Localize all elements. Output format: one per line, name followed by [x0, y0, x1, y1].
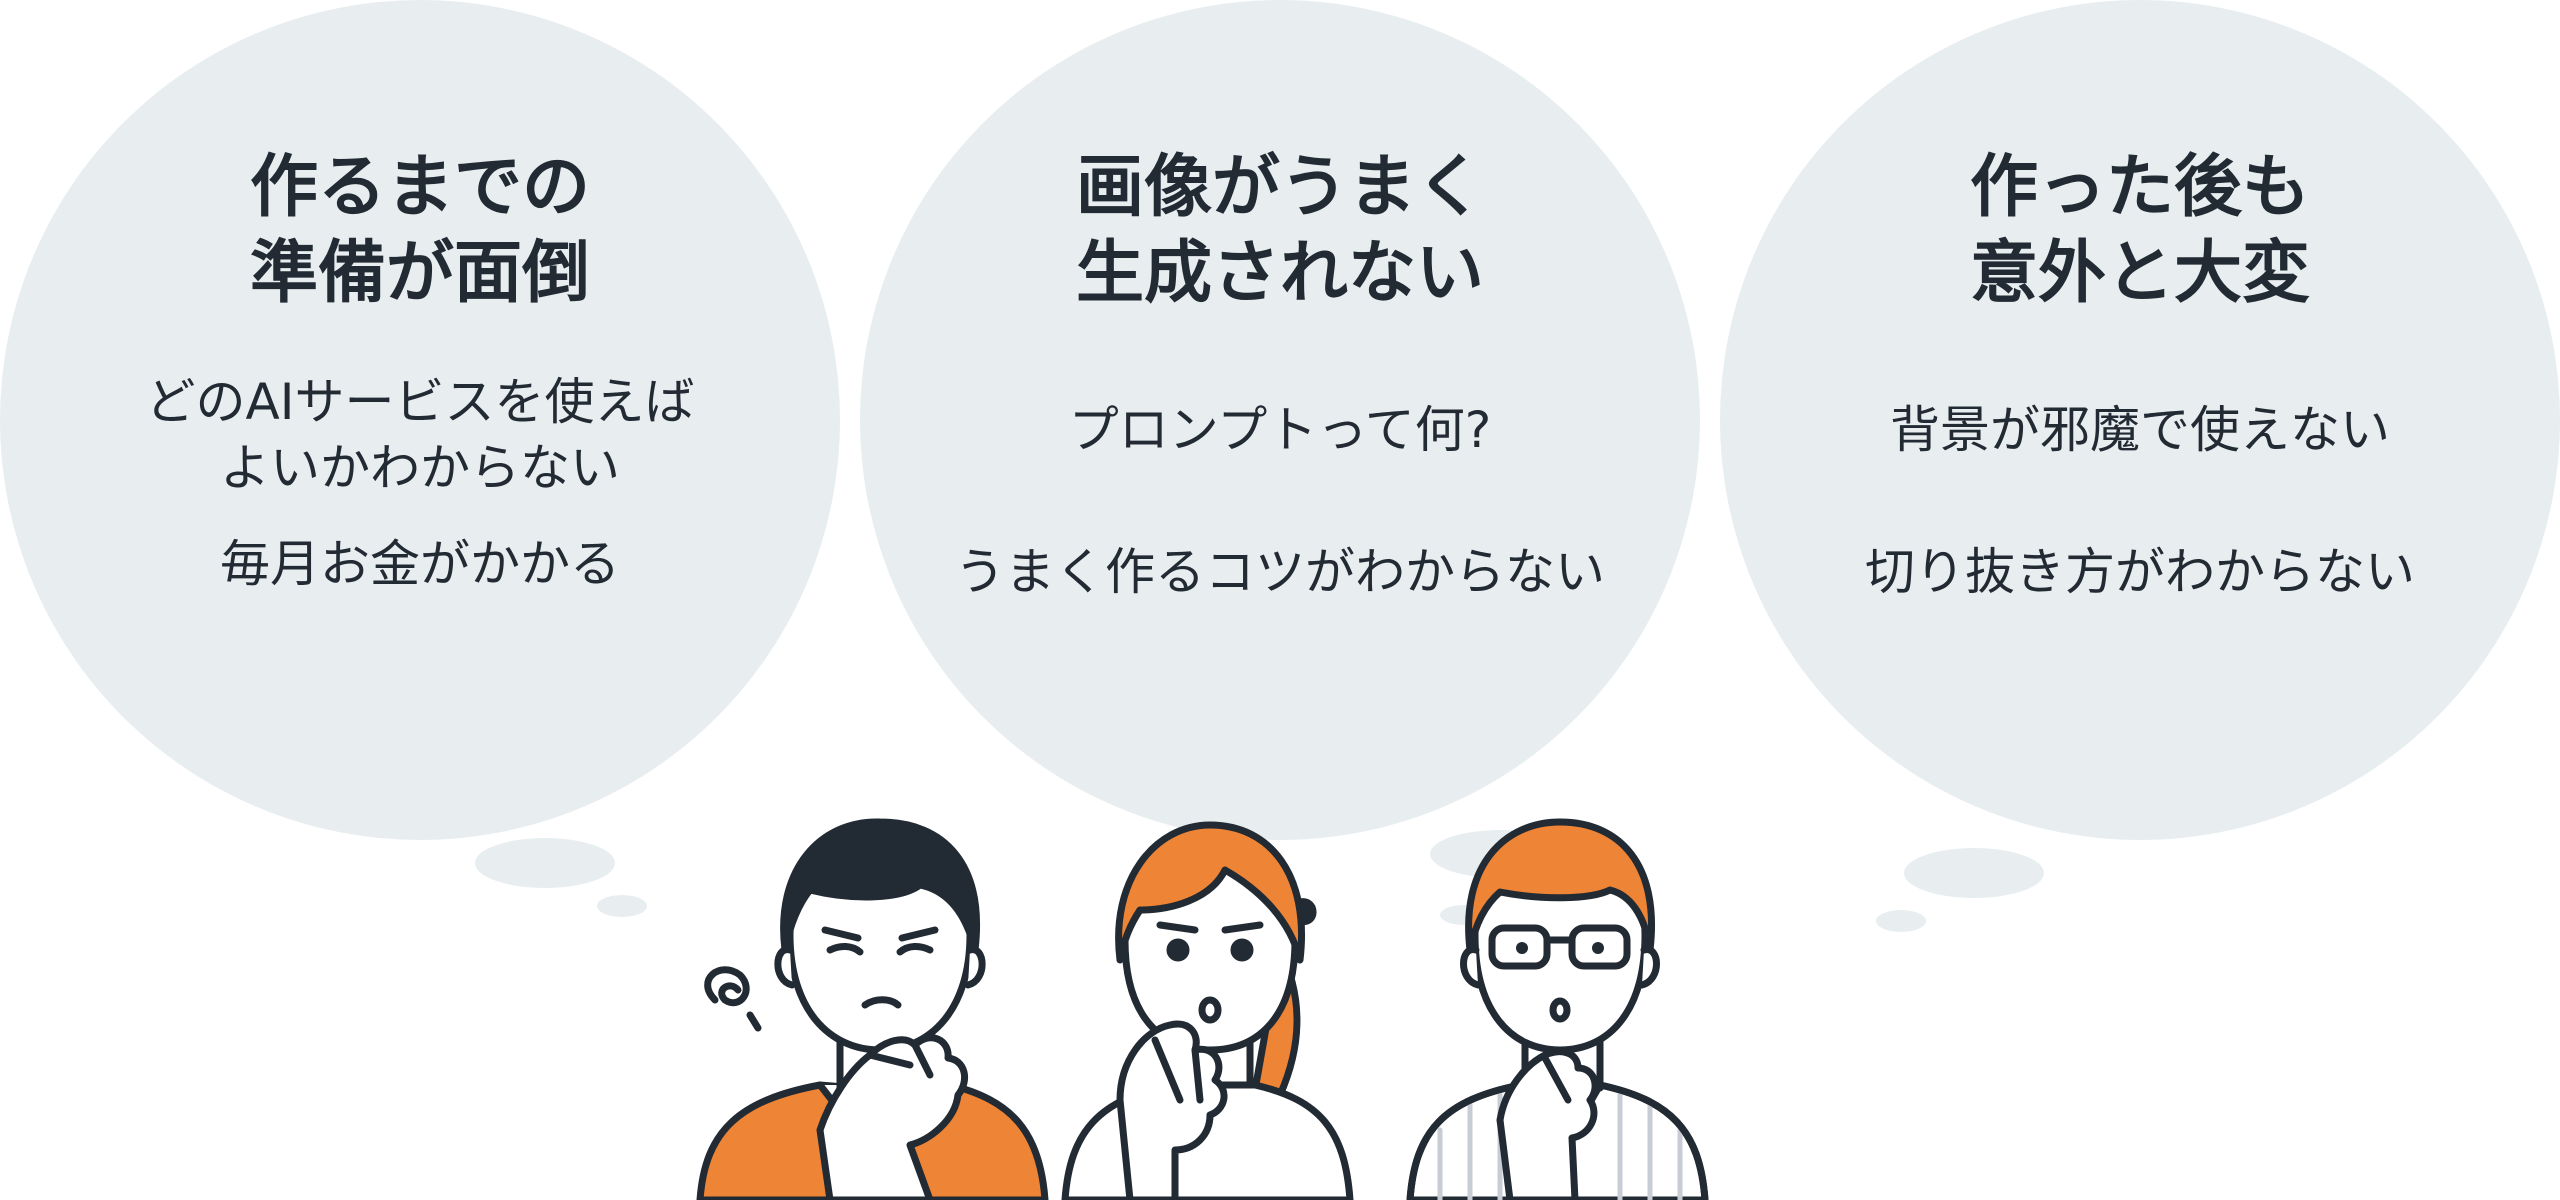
- thought-dot: [597, 895, 647, 917]
- bubble-1-line-3: 毎月お金がかかる: [219, 535, 620, 593]
- bubble-2-line-2: うまく作るコツがわからない: [955, 543, 1605, 601]
- bubble-3-line-2: 切り抜き方がわからない: [1865, 543, 2415, 601]
- bubble-1-title: 作るまでの 準備が面倒: [249, 148, 590, 313]
- bubble-2-title: 画像がうまく 生成されない: [1075, 148, 1484, 313]
- person-male-worried-icon: [696, 818, 1049, 1200]
- thought-dot: [1876, 910, 1926, 932]
- thought-bubble-3: 作った後も 意外と大変 背景が邪魔で使えない 切り抜き方がわからない: [1720, 0, 2560, 840]
- bubble-2-line-1: プロンプトって何?: [1068, 401, 1492, 459]
- bubble-1-line-1: どのAIサービスを使えば: [145, 373, 695, 431]
- thought-bubble-1: 作るまでの 準備が面倒 どのAIサービスを使えば よいかわからない 毎月お金がか…: [0, 0, 840, 840]
- person-male-glasses-confused-icon: [1406, 818, 1709, 1200]
- bubble-3-title: 作った後も 意外と大変: [1969, 148, 2310, 313]
- bubble-3-line-1: 背景が邪魔で使えない: [1890, 401, 2390, 459]
- thought-bubble-2: 画像がうまく 生成されない プロンプトって何? うまく作るコツがわからない: [860, 0, 1700, 840]
- thought-dot: [1904, 848, 2044, 898]
- people-illustration: [696, 818, 1709, 1200]
- thought-dot: [475, 838, 615, 888]
- bubble-1-line-2: よいかわからない: [219, 439, 620, 497]
- person-female-surprised-icon: [1061, 821, 1354, 1200]
